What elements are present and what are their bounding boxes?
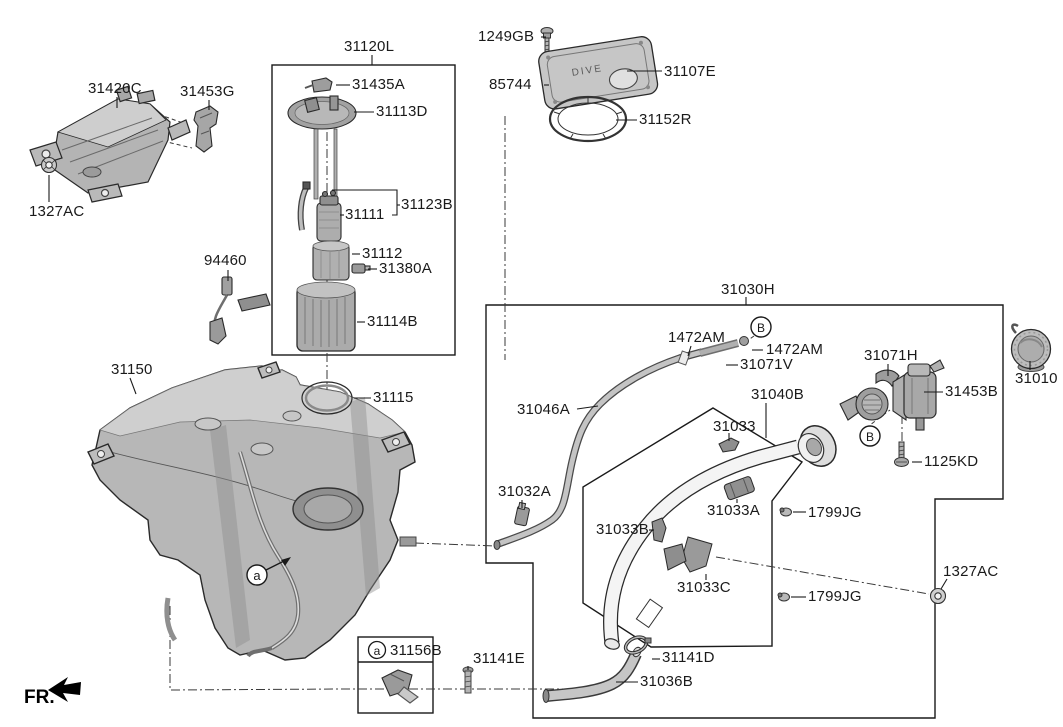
fuel-cap-31010-drawing <box>1010 323 1052 372</box>
ring-31152R-drawing <box>548 95 628 143</box>
marker-a-inset-letter: a <box>374 644 381 658</box>
canister-drawing <box>29 85 191 203</box>
callout-31150[interactable]: 31150 <box>111 361 153 378</box>
bracket-31033C-drawing <box>681 536 713 573</box>
fuel-pump-31111-drawing <box>316 202 342 242</box>
callout-31036B[interactable]: 31036B <box>640 673 693 690</box>
clip-31033B-drawing <box>651 517 667 543</box>
callout-31033C[interactable]: 31033C <box>677 579 731 596</box>
callout-1799JG-lower[interactable]: 1799JG <box>808 588 862 605</box>
marker-b-valve-letter: B <box>866 430 874 444</box>
marker-b-grommet-letter: B <box>757 321 765 335</box>
bracket-31453G-drawing <box>193 105 219 153</box>
callout-31453B[interactable]: 31453B <box>945 383 998 400</box>
marker-a-tank-letter: a <box>253 568 261 583</box>
bolt-31141E-drawing <box>462 666 474 694</box>
callout-31380A[interactable]: 31380A <box>379 260 432 277</box>
canister-31453B-drawing <box>903 371 937 419</box>
cover-31107E-drawing: DIVE <box>538 36 659 110</box>
nut-1327AC-right-drawing <box>929 587 947 605</box>
pipe-clips-drawing <box>651 437 755 573</box>
front-direction-arrow-icon <box>48 677 81 702</box>
callout-31030H[interactable]: 31030H <box>721 281 775 298</box>
hose-31036B-drawing <box>542 635 652 703</box>
callout-31123B[interactable]: 31123B <box>401 196 453 213</box>
valve-31380A-drawing <box>351 263 366 274</box>
callout-31114B[interactable]: 31114B <box>367 313 418 330</box>
callout-1125KD[interactable]: 1125KD <box>924 453 979 470</box>
grommets-1799JG-drawing <box>777 507 792 602</box>
callout-31141D[interactable]: 31141D <box>662 649 715 666</box>
cover-stamp-text: DIVE <box>571 63 604 79</box>
callout-31040B[interactable]: 31040B <box>751 386 804 403</box>
callout-31156B[interactable]: 31156B <box>390 642 442 659</box>
callout-1472AM-grommet[interactable]: 1472AM <box>766 341 824 358</box>
callout-31033[interactable]: 31033 <box>713 418 756 435</box>
vapor-tube-31046A-drawing <box>493 336 749 550</box>
valve-31435A-drawing <box>311 77 333 93</box>
callout-31071H[interactable]: 31071H <box>864 347 918 364</box>
callout-31141E[interactable]: 31141E <box>473 650 525 667</box>
callout-31046A[interactable]: 31046A <box>517 401 570 418</box>
callout-31033A[interactable]: 31033A <box>707 502 760 519</box>
callout-31010[interactable]: 31010 <box>1015 370 1058 387</box>
callout-31112[interactable]: 31112 <box>362 245 403 262</box>
fuel-tank-drawing <box>87 361 417 661</box>
seal-ring-31115-drawing <box>301 381 353 415</box>
callout-1472AM-tube[interactable]: 1472AM <box>668 329 726 346</box>
marker-b-valve <box>859 425 881 447</box>
callout-1327AC-left[interactable]: 1327AC <box>29 203 85 220</box>
callout-1249GB[interactable]: 1249GB <box>478 28 535 45</box>
sensor-94460-drawing <box>209 276 271 345</box>
filler-group-box <box>485 304 1004 719</box>
filler-neck-box <box>582 407 804 648</box>
valve-assembly-drawing <box>839 359 945 431</box>
inset-part-31156B-drawing <box>381 669 419 704</box>
marker-a-arrowhead <box>281 557 291 566</box>
callout-31120L[interactable]: 31120L <box>344 38 395 55</box>
reference-markers: a B B a <box>246 316 881 660</box>
callout-31111[interactable]: 31111 <box>345 206 385 223</box>
marker-a-inset <box>367 640 387 660</box>
callout-31032A[interactable]: 31032A <box>498 483 551 500</box>
callout-31435A[interactable]: 31435A <box>352 76 405 93</box>
filler-pipe-drawing <box>602 425 837 650</box>
marker-a-tank <box>246 564 268 586</box>
callout-31420C[interactable]: 31420C <box>88 80 142 97</box>
pump-module-parts <box>287 77 371 352</box>
front-direction-label: FR. <box>24 687 55 708</box>
callout-1327AC-right[interactable]: 1327AC <box>943 563 999 580</box>
callout-31033B[interactable]: 31033B <box>596 521 649 538</box>
bolt-1125KD-drawing <box>894 441 909 467</box>
pump-module-box <box>271 64 456 356</box>
callout-31453G[interactable]: 31453G <box>180 83 235 100</box>
callout-31115[interactable]: 31115 <box>373 389 414 406</box>
marker-b-grommet <box>750 316 772 338</box>
inset-box <box>357 636 434 714</box>
callout-31152R[interactable]: 31152R <box>639 111 692 128</box>
clip-31033A-drawing <box>723 476 755 501</box>
callout-1799JG-upper[interactable]: 1799JG <box>808 504 862 521</box>
nut-1327AC-left-drawing <box>40 156 58 174</box>
leader-lines <box>48 36 1031 683</box>
callout-31107E[interactable]: 31107E <box>664 63 716 80</box>
callout-85744[interactable]: 85744 <box>489 76 532 93</box>
bolt-1249GB-drawing <box>540 27 554 54</box>
callout-31113D[interactable]: 31113D <box>376 103 428 120</box>
callout-31071V[interactable]: 31071V <box>740 356 793 373</box>
callout-94460[interactable]: 94460 <box>204 252 247 269</box>
